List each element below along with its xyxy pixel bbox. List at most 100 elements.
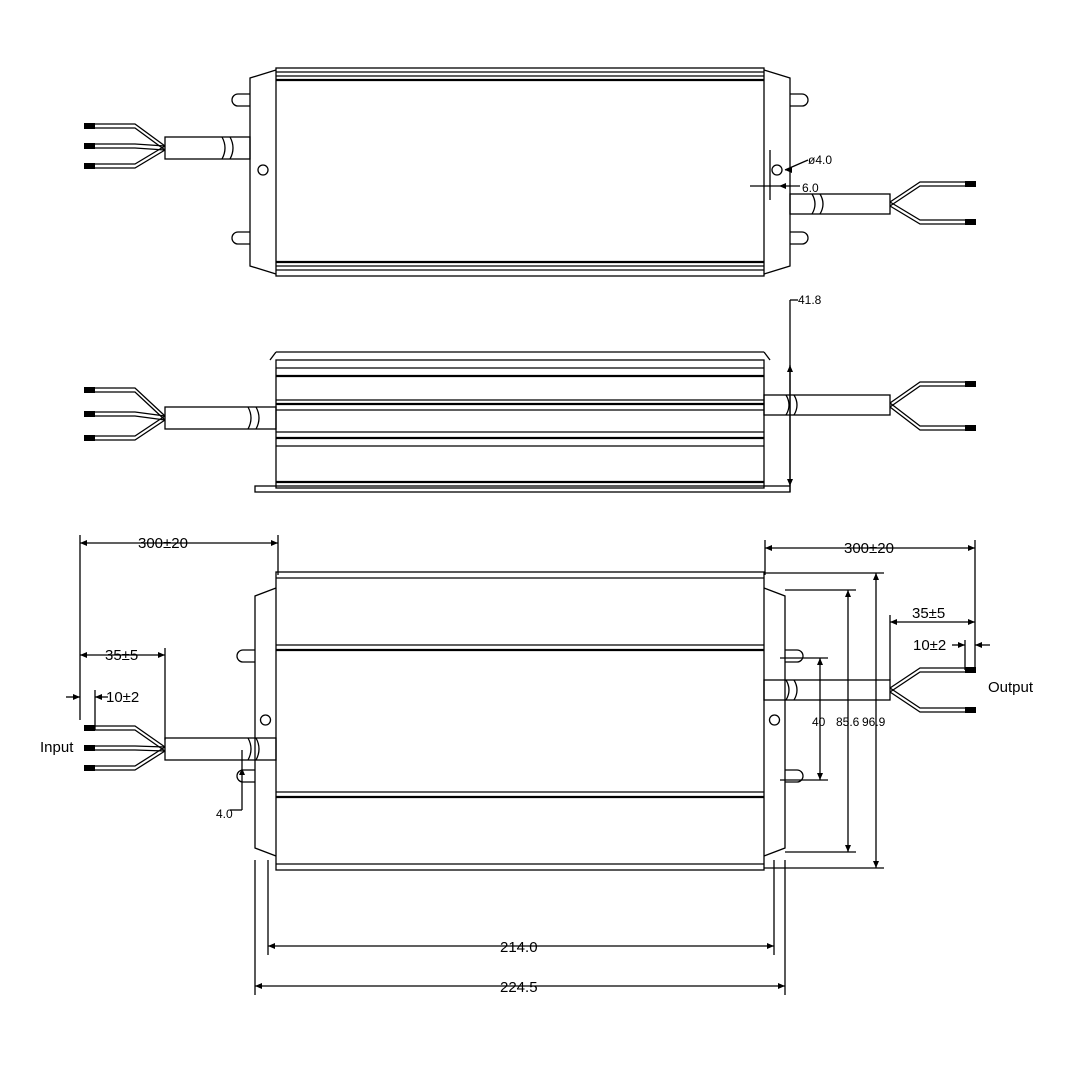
- arrowhead: [968, 545, 975, 551]
- arrowhead: [73, 694, 80, 700]
- wire-terminal: [965, 707, 976, 713]
- wire-terminal: [84, 435, 95, 441]
- inner-width-label: 85.6: [836, 715, 860, 729]
- wire-terminal: [965, 667, 976, 673]
- slot-width-label: 4.0: [216, 807, 233, 821]
- wire-terminal: [84, 725, 95, 731]
- mounting-slot: [231, 231, 250, 245]
- arrowhead: [817, 773, 823, 780]
- overall-length-label: 224.5: [500, 979, 538, 996]
- mounting-slot: [785, 769, 804, 783]
- cable-break: [811, 193, 824, 215]
- input-label: Input: [40, 739, 74, 756]
- input-cable-length-label: 300±20: [138, 535, 188, 552]
- wire: [95, 387, 166, 421]
- wire-terminal: [965, 381, 976, 387]
- arrowhead: [95, 694, 102, 700]
- wire: [95, 411, 166, 421]
- arrowhead: [845, 590, 851, 597]
- wire: [889, 687, 965, 713]
- arrowhead: [785, 167, 792, 173]
- arrowhead: [890, 619, 897, 625]
- mounting-hole: [259, 714, 272, 726]
- mounting-hole: [771, 164, 783, 176]
- mounting-hole: [257, 164, 269, 176]
- mounting-flange: [249, 69, 277, 275]
- output-cable-length-label: 300±20: [844, 540, 894, 557]
- height-label: 41.8: [798, 293, 822, 307]
- mounting-slot: [236, 769, 255, 783]
- wire-terminal: [84, 387, 95, 393]
- mounting-slot: [790, 231, 809, 245]
- cable-sheath: [789, 193, 891, 215]
- wire-terminal: [84, 765, 95, 771]
- mounting-flange: [763, 69, 791, 275]
- cable-break: [247, 406, 260, 430]
- housing-body: [275, 67, 765, 277]
- cable-sheath: [763, 394, 891, 416]
- hole-spacing-label: 40: [812, 715, 826, 729]
- wire-terminal: [84, 411, 95, 417]
- arrowhead: [271, 540, 278, 546]
- hole-diameter-label: ø4.0: [808, 153, 832, 167]
- wire: [95, 745, 166, 752]
- line: [269, 351, 277, 361]
- arrowhead: [255, 983, 262, 989]
- housing-body: [275, 571, 765, 871]
- wire-terminal: [84, 143, 95, 149]
- wire: [95, 143, 166, 151]
- mounting-slot: [785, 649, 804, 663]
- cable-sheath: [164, 406, 277, 430]
- arrowhead: [80, 540, 87, 546]
- overall-width-label: 96.9: [862, 715, 886, 729]
- wire: [95, 123, 166, 151]
- input-wire-end-label: 10±2: [106, 689, 139, 706]
- output-label: Output: [988, 679, 1034, 696]
- arrowhead: [873, 573, 879, 580]
- wire: [95, 725, 166, 752]
- wire: [889, 381, 965, 408]
- mounting-flange: [763, 587, 786, 857]
- wire: [889, 181, 965, 207]
- arrowhead: [239, 768, 245, 775]
- arrowhead: [958, 642, 965, 648]
- arrowhead: [787, 365, 793, 372]
- arrowhead: [778, 983, 785, 989]
- hole-offset-label: 6.0: [802, 181, 819, 195]
- base-plate: [254, 485, 791, 493]
- cable-break: [221, 136, 234, 160]
- arrowhead: [767, 943, 774, 949]
- cable-break: [247, 737, 260, 761]
- wire: [889, 201, 965, 225]
- arrowhead: [968, 619, 975, 625]
- mounting-slot: [236, 649, 255, 663]
- housing-body: [275, 359, 765, 489]
- cable-sheath: [164, 737, 277, 761]
- wire-terminal: [965, 181, 976, 187]
- arrowhead: [268, 943, 275, 949]
- arrowhead: [779, 183, 786, 189]
- cable-sheath: [763, 679, 891, 701]
- arrowhead: [765, 545, 772, 551]
- drawing-lines: [66, 67, 990, 995]
- mounting-slot: [231, 93, 250, 107]
- mounting-slot: [790, 93, 809, 107]
- wire: [889, 402, 965, 431]
- output-strip-length-label: 35±5: [912, 605, 945, 622]
- hole-pitch-length-label: 214.0: [500, 939, 538, 956]
- line: [763, 351, 771, 361]
- mounting-hole: [768, 714, 781, 726]
- arrowhead: [158, 652, 165, 658]
- output-wire-end-label: 10±2: [913, 637, 946, 654]
- arrowhead: [787, 479, 793, 486]
- mounting-flange: [254, 587, 277, 857]
- cable-break: [785, 679, 798, 701]
- input-strip-length-label: 35±5: [105, 647, 138, 664]
- wire: [889, 667, 965, 693]
- wire-terminal: [84, 123, 95, 129]
- arrowhead: [80, 652, 87, 658]
- wire-terminal: [965, 425, 976, 431]
- wire-terminal: [84, 745, 95, 751]
- arrowhead: [975, 642, 982, 648]
